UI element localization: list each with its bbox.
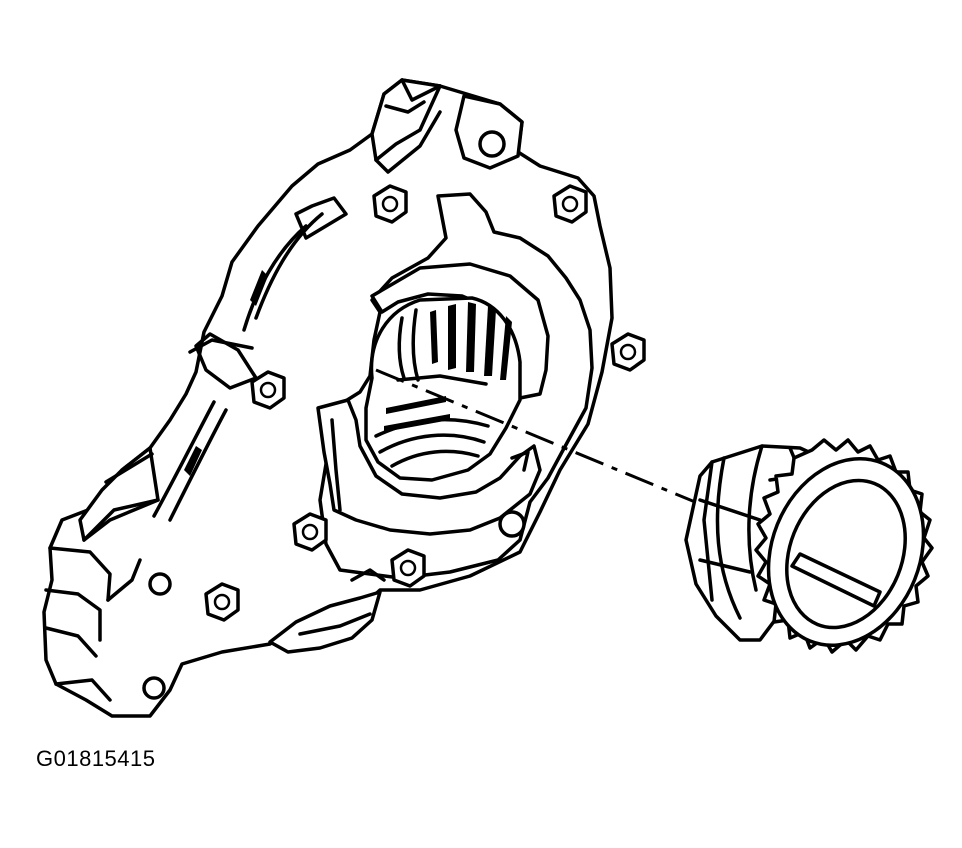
lower-mount-hole-1: [148, 572, 172, 596]
sprocket-keyway: [790, 552, 882, 608]
bolt-3: [610, 332, 646, 372]
central-bore: [364, 296, 522, 482]
bolt-4: [250, 370, 286, 410]
lower-mount-hole-2: [142, 676, 166, 700]
lower-crescent: [316, 398, 542, 536]
side-rib: [294, 196, 348, 240]
oil-pump-housing: [42, 78, 646, 718]
lower-bracket: [78, 446, 160, 542]
figure-code: G01815415: [36, 746, 156, 771]
bore-ridges: [374, 302, 512, 468]
bolt-1: [372, 184, 408, 224]
bolt-5: [292, 512, 328, 552]
top-mount-hole: [478, 130, 506, 158]
alignment-centerline: [375, 368, 701, 506]
bolt-2: [552, 184, 588, 224]
bolt-6: [390, 548, 426, 588]
right-mount-hole: [498, 510, 526, 538]
bolt-7: [204, 582, 240, 622]
upper-bracket: [370, 78, 442, 162]
crankshaft-sprocket: [684, 438, 934, 654]
bottom-cap: [268, 590, 382, 654]
